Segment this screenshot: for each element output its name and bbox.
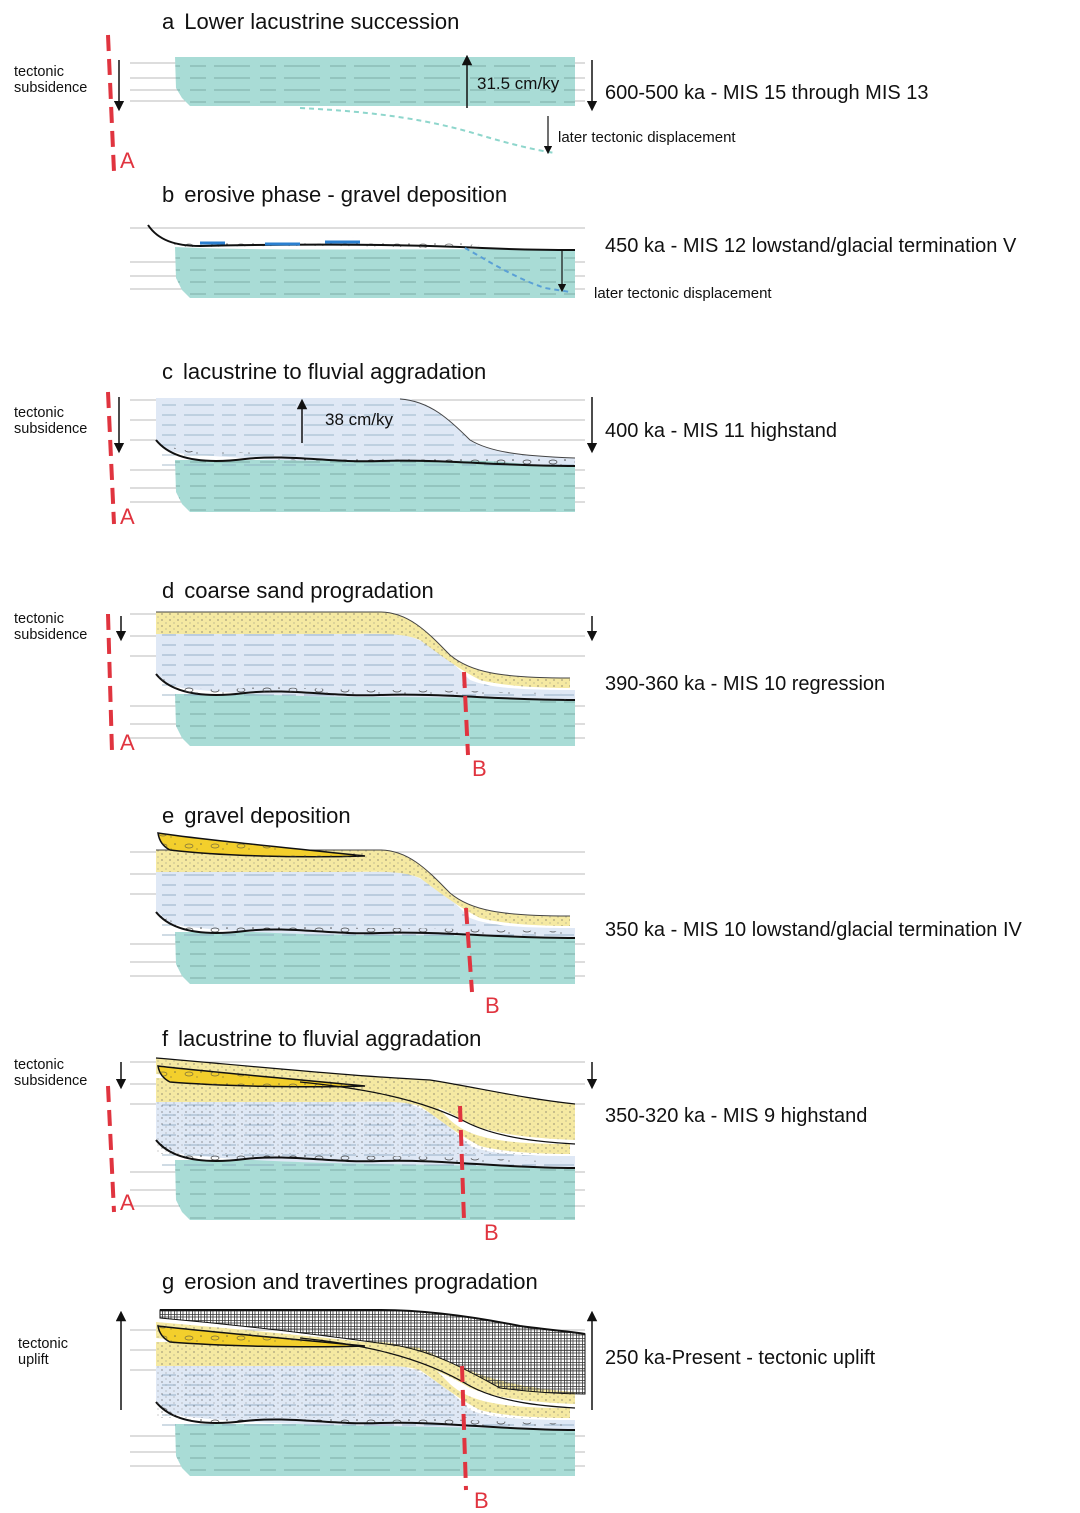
panel-b-strata <box>130 224 585 298</box>
fault-b-label: B <box>485 993 500 1018</box>
panel-g-side-label: tectonic uplift <box>18 1336 72 1368</box>
panel-a-note: later tectonic displacement <box>558 129 736 146</box>
fault-a-label: A <box>120 504 135 529</box>
panel-b-note: later tectonic displacement <box>594 285 772 302</box>
erosion-surface <box>155 1401 576 1431</box>
fault-a <box>106 391 116 525</box>
fault-b-label: B <box>472 756 487 781</box>
panel-f-side-label: tectonic subsidence <box>14 1057 87 1089</box>
panel-d-strata <box>130 611 585 746</box>
fault-b <box>462 671 470 756</box>
gravel-lag <box>148 225 480 248</box>
fault-a-label: A <box>120 148 135 173</box>
fault-b-label: B <box>474 1488 489 1513</box>
panel-g-strata <box>130 1309 586 1476</box>
panel-g-age: 250 ka-Present - tectonic uplift <box>605 1347 876 1369</box>
panel-e-strata <box>130 832 585 984</box>
fault-b-label: B <box>484 1220 499 1245</box>
panel-c-strata <box>130 398 585 512</box>
erosion-surface <box>155 1139 576 1169</box>
panel-a-strata <box>130 57 585 154</box>
fault-a-label: A <box>120 1190 135 1215</box>
panel-a-age: 600-500 ka - MIS 15 through MIS 13 <box>605 82 929 104</box>
panel-c-side-label: tectonic subsidence <box>14 405 87 437</box>
displacement-trace <box>299 107 556 154</box>
erosion-surface <box>155 439 576 467</box>
panel-a-side-label: tectonic subsidence <box>14 64 87 96</box>
panel-a-rate: 31.5 cm/ky <box>477 74 560 93</box>
fault-b <box>460 1365 468 1491</box>
erosion-surface <box>155 911 576 939</box>
panel-f-age: 350-320 ka - MIS 9 highstand <box>605 1105 867 1127</box>
panel-d-side-label: tectonic subsidence <box>14 611 87 643</box>
panel-d-age: 390-360 ka - MIS 10 regression <box>605 673 885 695</box>
fault-a <box>106 613 114 753</box>
fault-b <box>458 1105 466 1221</box>
fault-a-label: A <box>120 730 135 755</box>
panel-e-age: 350 ka - MIS 10 lowstand/glacial termina… <box>605 919 1023 941</box>
fault-b <box>464 907 474 993</box>
fault-a <box>106 1085 116 1213</box>
erosion-surface <box>147 224 576 251</box>
fault-a <box>106 34 116 173</box>
displacement-trace <box>464 247 571 293</box>
panel-b-age: 450 ka - MIS 12 lowstand/glacial termina… <box>605 235 1017 257</box>
panel-c-rate: 38 cm/ky <box>325 410 394 429</box>
panel-c-age: 400 ka - MIS 11 highstand <box>605 420 837 442</box>
panel-f-strata <box>130 1057 585 1220</box>
